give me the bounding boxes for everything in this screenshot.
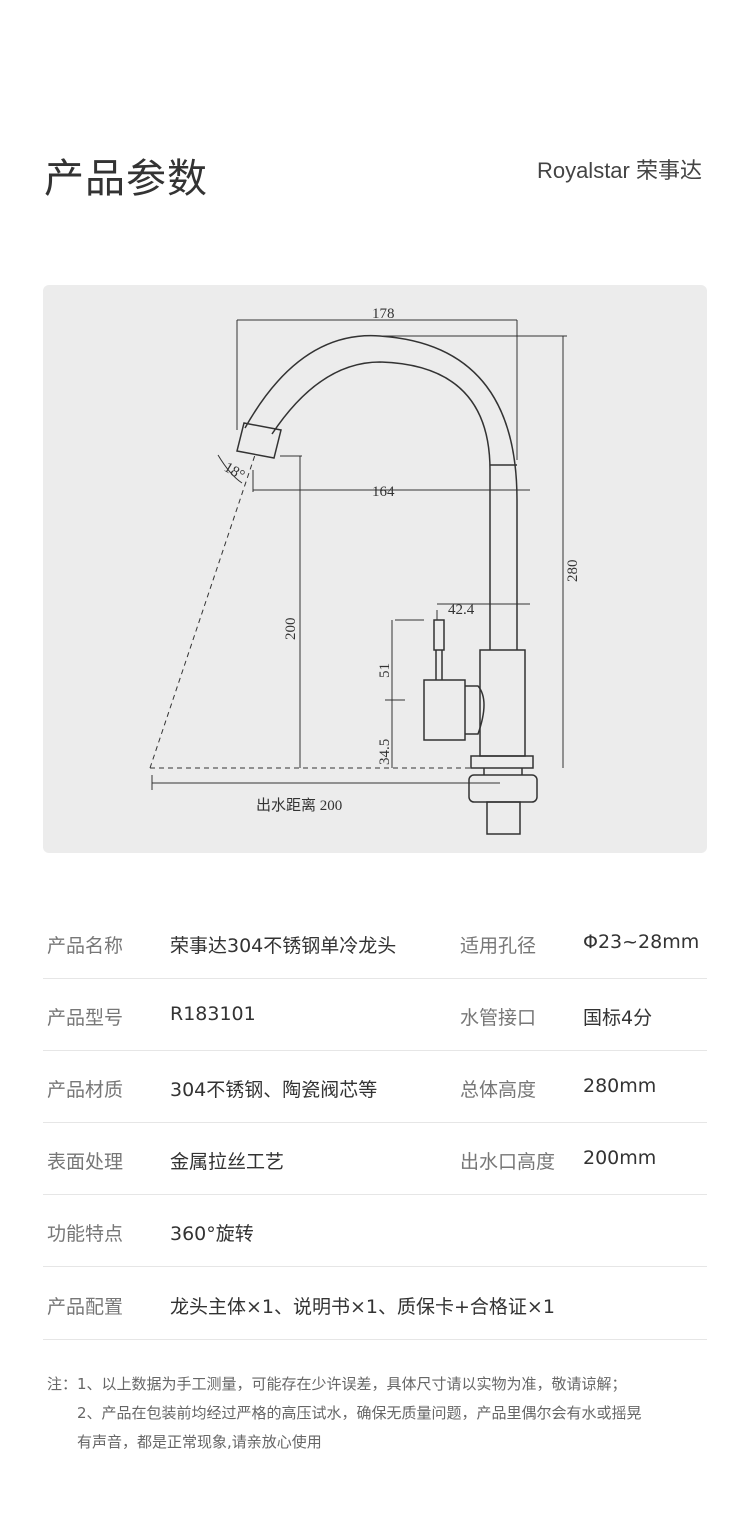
dim-280: 280 — [565, 560, 581, 583]
dim-164: 164 — [372, 484, 395, 500]
spec-label: 表面处理 — [47, 1151, 124, 1173]
faucet-drawing — [236, 334, 538, 835]
brand-logo: Royalstar 荣事达 — [536, 158, 702, 183]
spec-label: 总体高度 — [460, 1079, 537, 1101]
spec-value: 304不锈钢、陶瓷阀芯等 — [170, 1079, 378, 1101]
dim-51: 51 — [377, 663, 393, 678]
dim-34-5: 34.5 — [377, 739, 393, 765]
spec-label: 产品配置 — [47, 1296, 124, 1318]
spec-value: Φ23~28mm — [583, 931, 700, 953]
spec-row: 产品名称 荣事达304不锈钢单冷龙头 适用孔径 Φ23~28mm — [43, 907, 707, 979]
dimension-lines — [149, 319, 567, 790]
spec-value: 荣事达304不锈钢单冷龙头 — [170, 935, 397, 957]
spec-value: 280mm — [583, 1075, 657, 1097]
spec-value: 200mm — [583, 1147, 657, 1169]
spec-label: 产品名称 — [47, 935, 124, 957]
spec-label: 产品型号 — [47, 1007, 124, 1029]
spec-value: 国标4分 — [583, 1007, 653, 1029]
spec-label: 功能特点 — [47, 1223, 124, 1245]
spec-label: 水管接口 — [460, 1007, 537, 1029]
spec-row: 产品材质 304不锈钢、陶瓷阀芯等 总体高度 280mm — [43, 1051, 707, 1123]
page-title: 产品参数 — [44, 156, 208, 202]
spec-value: R183101 — [170, 1003, 256, 1025]
dim-178: 178 — [372, 306, 395, 322]
dim-200: 200 — [283, 618, 299, 641]
dim-outflow: 出水距离 200 — [256, 797, 342, 814]
spec-value: 360°旋转 — [170, 1223, 254, 1245]
spec-row: 功能特点 360°旋转 — [43, 1195, 707, 1267]
dim-angle: 18° — [221, 460, 247, 484]
faucet-diagram: 178 164 42.4 18° 280 200 51 34.5 出水距离 20… — [43, 285, 707, 853]
note-line: 2、产品在包装前均经过严格的高压试水，确保无质量问题，产品里偶尔会有水或摇晃 — [77, 1404, 642, 1422]
note-line: 有声音，都是正常现象,请亲放心使用 — [77, 1433, 322, 1451]
spec-label: 出水口高度 — [460, 1151, 556, 1173]
spec-row: 产品型号 R183101 水管接口 国标4分 — [43, 979, 707, 1051]
dim-42-4: 42.4 — [448, 602, 475, 618]
spec-label: 适用孔径 — [460, 935, 537, 957]
note-line: 注：1、以上数据为手工测量，可能存在少许误差，具体尺寸请以实物为准，敬请谅解； — [47, 1375, 627, 1393]
spec-row: 产品配置 龙头主体×1、说明书×1、质保卡+合格证×1 — [43, 1268, 707, 1340]
notes: 注：1、以上数据为手工测量，可能存在少许误差，具体尺寸请以实物为准，敬请谅解； … — [47, 1370, 642, 1457]
spec-value: 金属拉丝工艺 — [170, 1151, 285, 1173]
spec-value: 龙头主体×1、说明书×1、质保卡+合格证×1 — [170, 1296, 555, 1318]
spec-row: 表面处理 金属拉丝工艺 出水口高度 200mm — [43, 1123, 707, 1195]
spec-label: 产品材质 — [47, 1079, 124, 1101]
